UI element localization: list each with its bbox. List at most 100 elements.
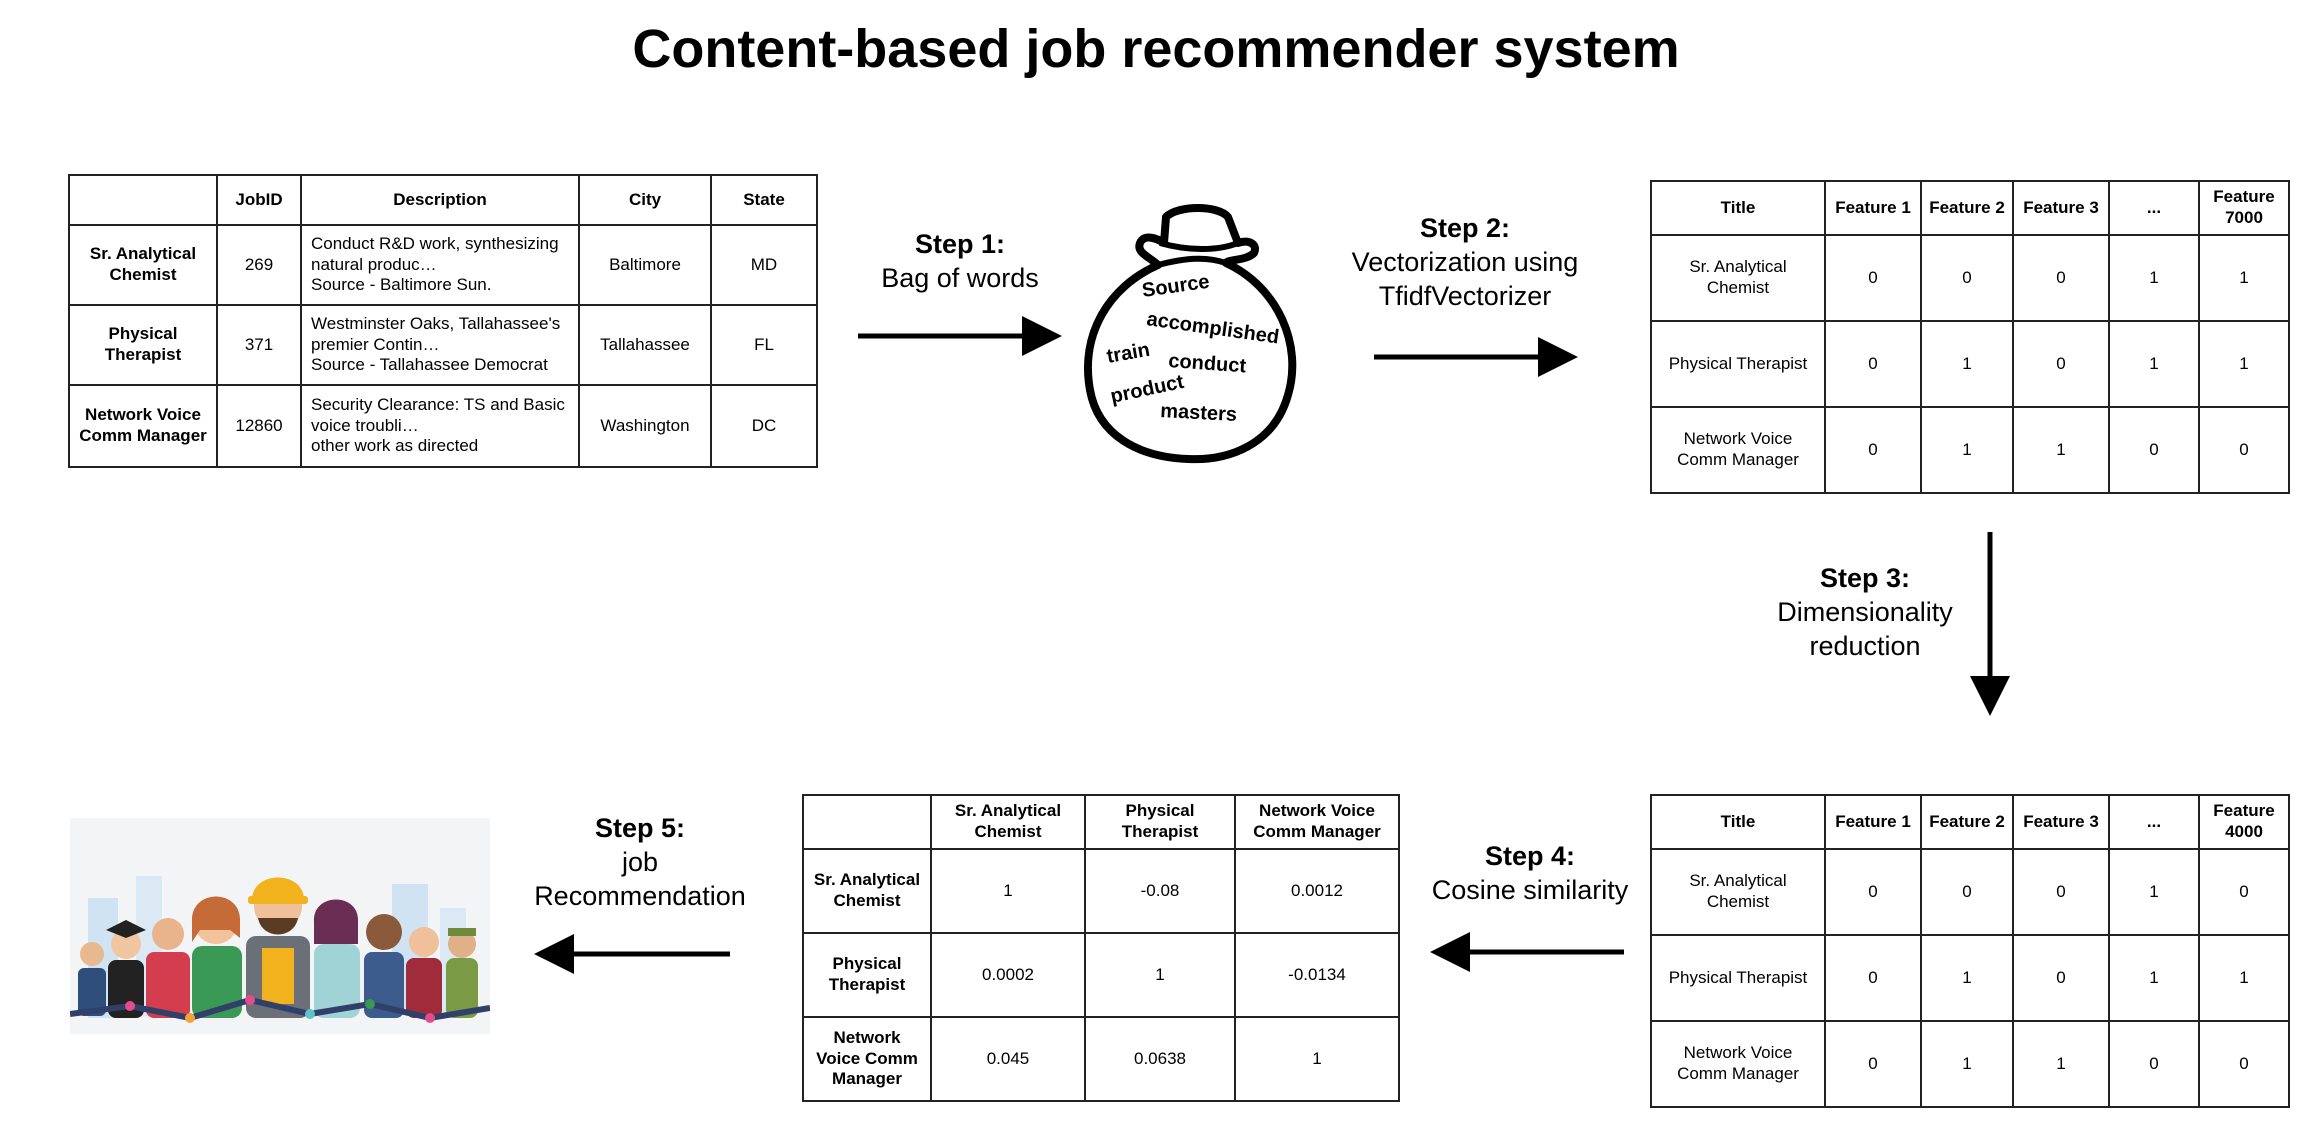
table-row: Physical Therapist 371 Westminster Oaks,… — [68, 304, 818, 386]
table-cell: 0 — [2012, 234, 2110, 322]
table-cell: 0 — [1824, 934, 1922, 1022]
job-city: Washington — [578, 384, 712, 468]
table-cell: 0.045 — [930, 1016, 1086, 1102]
table-header: Feature 3 — [2012, 794, 2110, 850]
job-id: 371 — [216, 304, 302, 386]
table-header: JobID — [216, 174, 302, 226]
table-header — [68, 174, 218, 226]
row-title: Sr. Analytical Chemist — [68, 224, 218, 306]
row-title: Physical Therapist — [68, 304, 218, 386]
table-cell: 0 — [2108, 406, 2200, 494]
table-header — [802, 794, 932, 850]
table-cell: 1 — [2012, 406, 2110, 494]
table-header: Feature 3 — [2012, 180, 2110, 236]
table-cell: 0 — [2198, 1020, 2290, 1108]
table-cell: 1 — [1920, 1020, 2014, 1108]
bag-word: masters — [1160, 400, 1238, 426]
table-cell: 1 — [2108, 320, 2200, 408]
reduced-feature-table: Title Feature 1 Feature 2 Feature 3 ... … — [1650, 794, 2290, 1108]
job-city: Baltimore — [578, 224, 712, 306]
table-row: Network Voice Comm Manager 0 1 1 0 0 — [1650, 1020, 2290, 1108]
table-cell: 1 — [1084, 932, 1236, 1018]
table-cell: 1 — [930, 848, 1086, 934]
table-cell: 1 — [2012, 1020, 2110, 1108]
step-4-label: Step 4:Cosine similarity — [1431, 841, 1629, 905]
row-title: Sr. Analytical Chemist — [1650, 848, 1826, 936]
page-title: Content-based job recommender system — [632, 19, 1680, 79]
table-cell: 1 — [2108, 934, 2200, 1022]
row-title: Physical Therapist — [1650, 320, 1826, 408]
table-cell: 0 — [2012, 848, 2110, 936]
table-cell: -0.08 — [1084, 848, 1236, 934]
table-cell: 0 — [1824, 320, 1922, 408]
table-header: Title — [1650, 180, 1826, 236]
job-state: MD — [710, 224, 818, 306]
job-state: FL — [710, 304, 818, 386]
table-cell: 1 — [2108, 848, 2200, 936]
job-id: 12860 — [216, 384, 302, 468]
table-header: Feature 1 — [1824, 794, 1922, 850]
table-cell: 0 — [2198, 406, 2290, 494]
table-row: Sr. Analytical Chemist 0 0 0 1 1 — [1650, 234, 2290, 322]
row-title: Network Voice Comm Manager — [1650, 406, 1826, 494]
job-state: DC — [710, 384, 818, 468]
table-cell: 0 — [1920, 234, 2014, 322]
table-cell: -0.0134 — [1234, 932, 1400, 1018]
table-header: Feature 1 — [1824, 180, 1922, 236]
bag-word: conduct — [1168, 350, 1247, 377]
job-id: 269 — [216, 224, 302, 306]
row-title: Sr. Analytical Chemist — [1650, 234, 1826, 322]
table-cell: 0 — [2108, 1020, 2200, 1108]
table-cell: 1 — [2198, 234, 2290, 322]
table-cell: 0 — [1824, 848, 1922, 936]
table-row: Physical Therapist 0.0002 1 -0.0134 — [802, 932, 1400, 1018]
table-row: Network Voice Comm Manager 12860 Securit… — [68, 384, 818, 468]
table-cell: 0.0002 — [930, 932, 1086, 1018]
table-header: City — [578, 174, 712, 226]
row-title: Network Voice Comm Manager — [1650, 1020, 1826, 1108]
job-seekers-illustration — [70, 818, 490, 1034]
table-row: Sr. Analytical Chemist 0 0 0 1 0 — [1650, 848, 2290, 936]
table-row: Network Voice Comm Manager 0.045 0.0638 … — [802, 1016, 1400, 1102]
table-cell: 0.0012 — [1234, 848, 1400, 934]
table-row: Physical Therapist 0 1 0 1 1 — [1650, 934, 2290, 1022]
bag-of-words-icon: Source accomplished train conduct produc… — [1084, 204, 1297, 464]
table-header: Feature 4000 — [2198, 794, 2290, 850]
table-header: Sr. Analytical Chemist — [930, 794, 1086, 850]
table-cell: 0 — [1920, 848, 2014, 936]
table-header: State — [710, 174, 818, 226]
table-cell: 1 — [1234, 1016, 1400, 1102]
table-header: ... — [2108, 794, 2200, 850]
table-cell: 0.0638 — [1084, 1016, 1236, 1102]
table-cell: 1 — [2198, 320, 2290, 408]
table-cell: 1 — [2198, 934, 2290, 1022]
tfidf-table: Title Feature 1 Feature 2 Feature 3 ... … — [1650, 180, 2290, 494]
table-header: Feature 2 — [1920, 180, 2014, 236]
row-title: Physical Therapist — [802, 932, 932, 1018]
table-cell: 0 — [2012, 320, 2110, 408]
table-cell: 0 — [1824, 234, 1922, 322]
row-title: Network Voice Comm Manager — [68, 384, 218, 468]
row-title: Physical Therapist — [1650, 934, 1826, 1022]
table-row: Sr. Analytical Chemist 1 -0.08 0.0012 — [802, 848, 1400, 934]
table-header: Network Voice Comm Manager — [1234, 794, 1400, 850]
row-title: Sr. Analytical Chemist — [802, 848, 932, 934]
table-header: Physical Therapist — [1084, 794, 1236, 850]
table-row: Network Voice Comm Manager 0 1 1 0 0 — [1650, 406, 2290, 494]
table-cell: 0 — [1824, 406, 1922, 494]
cosine-similarity-table: Sr. Analytical Chemist Physical Therapis… — [802, 794, 1400, 1102]
job-city: Tallahassee — [578, 304, 712, 386]
table-cell: 1 — [2108, 234, 2200, 322]
table-header: Feature 2 — [1920, 794, 2014, 850]
table-row: Physical Therapist 0 1 0 1 1 — [1650, 320, 2290, 408]
table-cell: 1 — [1920, 320, 2014, 408]
row-title: Network Voice Comm Manager — [802, 1016, 932, 1102]
table-header: Title — [1650, 794, 1826, 850]
table-header: Feature 7000 — [2198, 180, 2290, 236]
raw-job-table: JobID Description City State Sr. Analyti… — [68, 174, 818, 468]
